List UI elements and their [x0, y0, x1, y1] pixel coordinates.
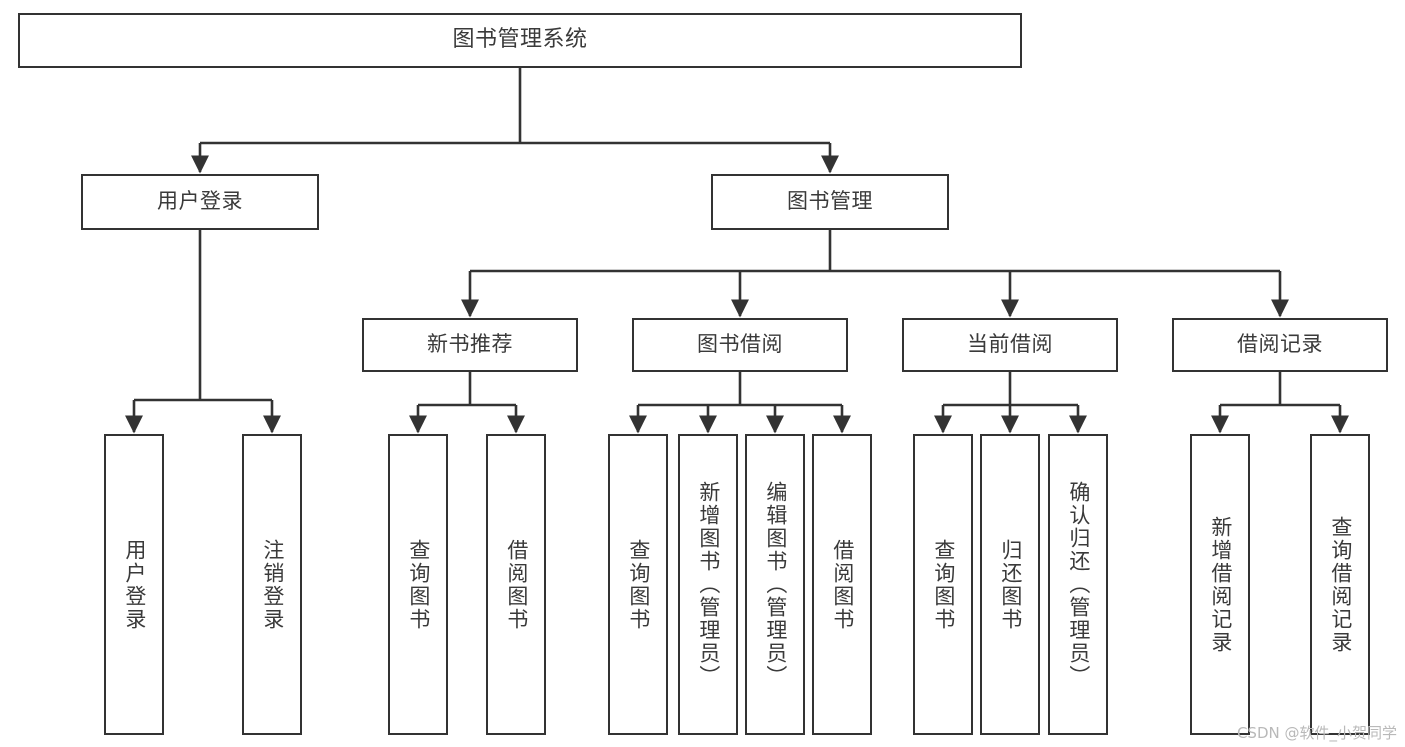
node-new-book-recommend[interactable]: 新书推荐: [362, 318, 578, 372]
leaf-confirm-return-admin[interactable]: 确认归还（管理员）: [1048, 434, 1108, 735]
leaf-logout-label: 注销登录: [260, 538, 285, 631]
leaf-add-borrow-record[interactable]: 新增借阅记录: [1190, 434, 1250, 735]
leaf-user-login-label: 用户登录: [122, 538, 147, 631]
node-book-management-label: 图书管理: [787, 189, 873, 214]
leaf-borrow-book-new[interactable]: 借阅图书: [486, 434, 546, 735]
leaf-query-borrow-record[interactable]: 查询借阅记录: [1310, 434, 1370, 735]
leaf-user-login[interactable]: 用户登录: [104, 434, 164, 735]
node-current-borrow-label: 当前借阅: [967, 332, 1053, 357]
node-book-borrow-label: 图书借阅: [697, 332, 783, 357]
leaf-query-book-current-label: 查询图书: [931, 538, 956, 631]
node-user-login-label: 用户登录: [157, 189, 243, 214]
leaf-confirm-return-admin-label: 确认归还（管理员）: [1066, 481, 1091, 688]
leaf-query-book-borrow-label: 查询图书: [626, 538, 651, 631]
leaf-edit-book-admin[interactable]: 编辑图书（管理员）: [745, 434, 805, 735]
node-borrow-records[interactable]: 借阅记录: [1172, 318, 1388, 372]
leaf-logout[interactable]: 注销登录: [242, 434, 302, 735]
watermark: CSDN @软件_小贺同学: [1236, 724, 1397, 742]
node-root-label: 图书管理系统: [452, 27, 588, 53]
node-current-borrow[interactable]: 当前借阅: [902, 318, 1118, 372]
leaf-query-book-borrow[interactable]: 查询图书: [608, 434, 668, 735]
leaf-query-book-new-label: 查询图书: [406, 538, 431, 631]
node-user-login[interactable]: 用户登录: [81, 174, 319, 230]
leaf-edit-book-admin-label: 编辑图书（管理员）: [763, 481, 788, 688]
node-root[interactable]: 图书管理系统: [18, 13, 1022, 68]
leaf-add-book-admin[interactable]: 新增图书（管理员）: [678, 434, 738, 735]
leaf-return-book[interactable]: 归还图书: [980, 434, 1040, 735]
leaf-borrow-book-label: 借阅图书: [830, 538, 855, 631]
node-borrow-records-label: 借阅记录: [1237, 332, 1323, 357]
leaf-query-book-current[interactable]: 查询图书: [913, 434, 973, 735]
leaf-borrow-book[interactable]: 借阅图书: [812, 434, 872, 735]
leaf-add-borrow-record-label: 新增借阅记录: [1208, 515, 1233, 654]
node-new-book-recommend-label: 新书推荐: [427, 332, 513, 357]
leaf-return-book-label: 归还图书: [998, 538, 1023, 631]
node-book-management[interactable]: 图书管理: [711, 174, 949, 230]
node-book-borrow[interactable]: 图书借阅: [632, 318, 848, 372]
leaf-borrow-book-new-label: 借阅图书: [504, 538, 529, 631]
leaf-query-borrow-record-label: 查询借阅记录: [1328, 515, 1353, 654]
leaf-add-book-admin-label: 新增图书（管理员）: [696, 481, 721, 688]
leaf-query-book-new[interactable]: 查询图书: [388, 434, 448, 735]
